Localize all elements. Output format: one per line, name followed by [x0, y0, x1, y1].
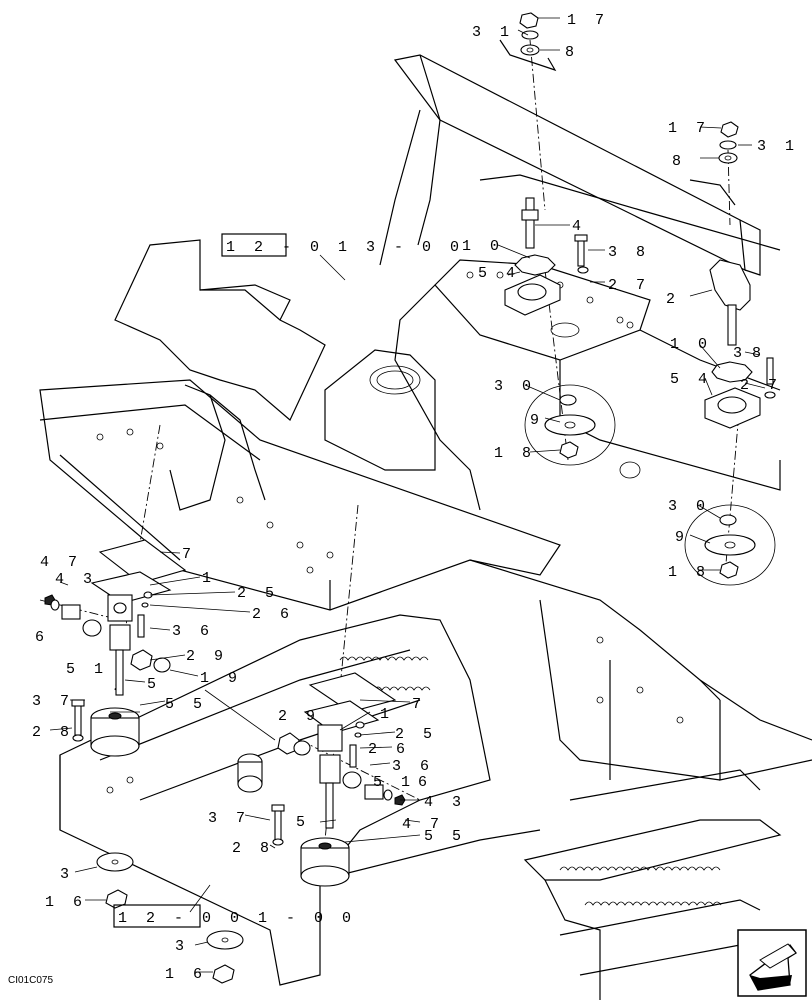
callout-3-bottom: 3 [175, 938, 189, 955]
callout-54-lower: 5 4 [670, 371, 712, 388]
callout-17-top: 1 7 [567, 12, 609, 29]
callout-1-left: 1 [202, 570, 216, 587]
callout-31-top: 3 1 [472, 24, 514, 41]
callout-18-upper: 1 8 [494, 445, 536, 462]
callout-38-upper: 3 8 [608, 244, 650, 261]
callout-36-lower: 3 6 [392, 758, 434, 775]
callout-43-lower: 4 3 [424, 794, 466, 811]
callout-10-upper: 1 0 [462, 238, 504, 255]
callout-6-left: 6 [35, 629, 49, 646]
reference-box-upper [221, 233, 287, 257]
frame-holes [96, 271, 684, 794]
callout-47-lower: 4 7 [402, 816, 444, 833]
callout-25-left: 2 5 [237, 585, 279, 602]
callout-5-left: 5 [147, 676, 161, 693]
callout-5-lower: 5 [296, 814, 310, 831]
callout-37-lower: 3 7 [208, 810, 250, 827]
callout-9-upper: 9 [530, 412, 544, 429]
callout-10-lower: 1 0 [670, 336, 712, 353]
reference-boxes: 1 2 - 0 1 3 - 0 0 1 2 - 0 0 1 - 0 0 [113, 233, 464, 928]
callout-numbers: 3 1 1 7 8 1 7 8 3 1 4 1 0 3 8 5 4 2 7 2 … [32, 12, 799, 983]
callout-16-bottom: 1 6 [165, 966, 207, 983]
callout-51-left: 5 1 [66, 661, 108, 678]
callout-36-left: 3 6 [172, 623, 214, 640]
callout-25-lower: 2 5 [395, 726, 437, 743]
reference-lower-label: 1 2 - 0 0 1 - 0 0 [118, 910, 356, 927]
callout-55-left: 5 5 [165, 696, 207, 713]
callout-27-lower: 2 7 [740, 377, 782, 394]
callout-8-right: 8 [672, 153, 686, 170]
callout-43-left: 4 3 [55, 571, 97, 588]
callout-51-lower: 5 1 [373, 774, 415, 791]
arrow-next-page-icon[interactable] [737, 929, 807, 997]
callout-28-left: 2 8 [32, 724, 74, 741]
callout-16-left: 1 6 [45, 894, 87, 911]
callout-37-left: 3 7 [32, 693, 74, 710]
callout-18-lower: 1 8 [668, 564, 710, 581]
callout-6-lower: 6 [418, 774, 432, 791]
callout-28-lower: 2 8 [232, 840, 274, 857]
drawing-code: CI01C075 [8, 975, 53, 986]
callout-30-upper: 3 0 [494, 378, 536, 395]
callout-30-lower: 3 0 [668, 498, 710, 515]
callout-1-lower: 1 [380, 706, 394, 723]
callout-29-lower: 2 9 [278, 708, 320, 725]
parts [44, 12, 776, 984]
reference-upper-label: 1 2 - 0 1 3 - 0 0 [226, 239, 464, 256]
callout-3-lower-right: 3 [733, 345, 747, 362]
callout-2: 2 [666, 291, 680, 308]
callout-4: 4 [572, 218, 586, 235]
callout-55-lower: 5 5 [424, 828, 466, 845]
callout-3-left: 3 [60, 866, 74, 883]
leader-lines [49, 17, 766, 973]
frame-linework [39, 39, 812, 1000]
callout-19: 1 9 [200, 670, 242, 687]
callout-26-lower: 2 6 [368, 741, 410, 758]
callout-7-left: 7 [182, 546, 196, 563]
callout-17-right: 1 7 [668, 120, 710, 137]
reference-box-lower [113, 904, 201, 928]
callout-47-left: 4 7 [40, 554, 82, 571]
callout-8-lower-right: 8 [752, 345, 766, 362]
callout-9-lower: 9 [675, 529, 689, 546]
callout-27-upper: 2 7 [608, 277, 650, 294]
callout-29-left: 2 9 [186, 648, 228, 665]
callout-31-right: 3 1 [757, 138, 799, 155]
callout-8-top: 8 [565, 44, 579, 61]
callout-26-left: 2 6 [252, 606, 294, 623]
callout-54-upper: 5 4 [478, 265, 520, 282]
callout-7-lower: 7 [412, 696, 426, 713]
